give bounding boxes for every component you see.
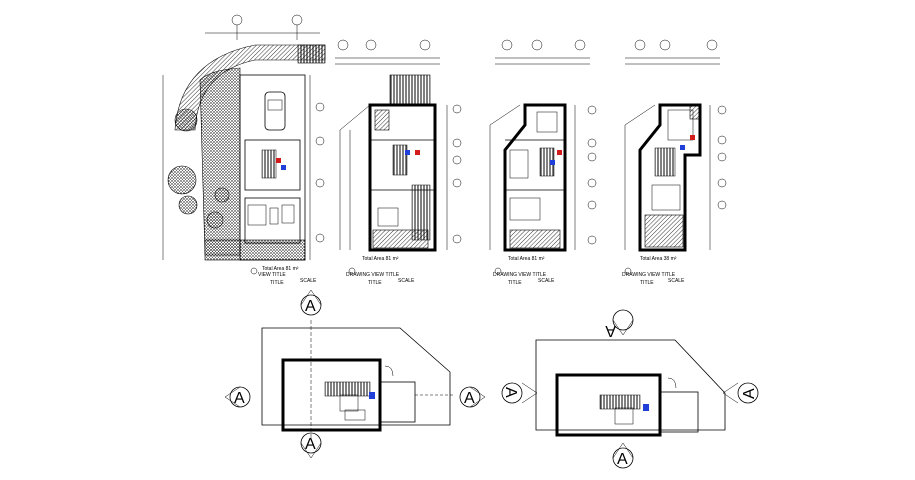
plan-2-title: DRAWING VIEW TITLE <box>346 272 400 278</box>
grid-bubbles-top-3 <box>501 39 586 51</box>
plan-4-area: Total Area 38 m² <box>640 256 677 262</box>
plan-2-scale: SCALE <box>398 278 415 284</box>
plan-3-area: Total Area 81 m² <box>508 256 545 262</box>
plan-4-title: DRAWING VIEW TITLE <box>622 272 676 278</box>
grid-bubbles-top-1 <box>231 14 303 40</box>
plan-3-first-floor: Total Area 81 m² DRAWING VIEW TITLE TITL… <box>489 39 597 286</box>
section-marker-bottom-left: A <box>300 432 322 459</box>
plan-1-title: VIEW TITLE <box>258 272 286 278</box>
svg-text:A: A <box>605 322 616 339</box>
plan-2-area: Total Area 81 m² <box>362 256 399 262</box>
svg-text:A: A <box>305 298 316 315</box>
section-marker-left-left: A <box>224 386 251 408</box>
plan-3-scale: SCALE <box>538 278 555 284</box>
plan-1-title-small: TITLE <box>270 280 284 286</box>
plan-2-ground-floor: Total Area 81 m² DRAWING VIEW TITLE TITL… <box>335 39 462 286</box>
section-plan-left: A A A A <box>224 289 486 459</box>
plan-3-title-small: TITLE <box>508 280 522 286</box>
section-marker-left-right: A <box>501 382 538 404</box>
svg-text:A: A <box>305 436 316 453</box>
plan-1-scale: SCALE <box>300 278 317 284</box>
svg-text:A: A <box>617 451 628 468</box>
svg-text:A: A <box>234 390 245 407</box>
plan-4-scale: SCALE <box>668 278 685 284</box>
plan-3-title: DRAWING VIEW TITLE <box>493 272 547 278</box>
section-marker-bottom-right: A <box>612 442 634 469</box>
plan-1-site: Total Area 81 m² VIEW TITLE TITLE SCALE <box>162 14 326 286</box>
svg-text:A: A <box>502 387 519 398</box>
section-marker-right-left: A <box>459 386 486 408</box>
plan-2-title-small: TITLE <box>368 280 382 286</box>
section-marker-top-right: A <box>605 309 634 339</box>
grid-bubbles-top-2 <box>337 39 431 51</box>
svg-text:A: A <box>464 390 475 407</box>
plan-4-title-small: TITLE <box>640 280 654 286</box>
section-plan-right: A A A A <box>501 309 759 469</box>
plan-4-roof-floor: Total Area 38 m² DRAWING VIEW TITLE TITL… <box>622 39 727 286</box>
section-marker-right-right: A <box>722 382 759 404</box>
svg-text:A: A <box>741 388 758 399</box>
plan-1-area: Total Area 81 m² <box>262 266 299 272</box>
grid-bubbles-top-4 <box>634 39 718 51</box>
section-marker-top-left: A <box>300 289 322 316</box>
